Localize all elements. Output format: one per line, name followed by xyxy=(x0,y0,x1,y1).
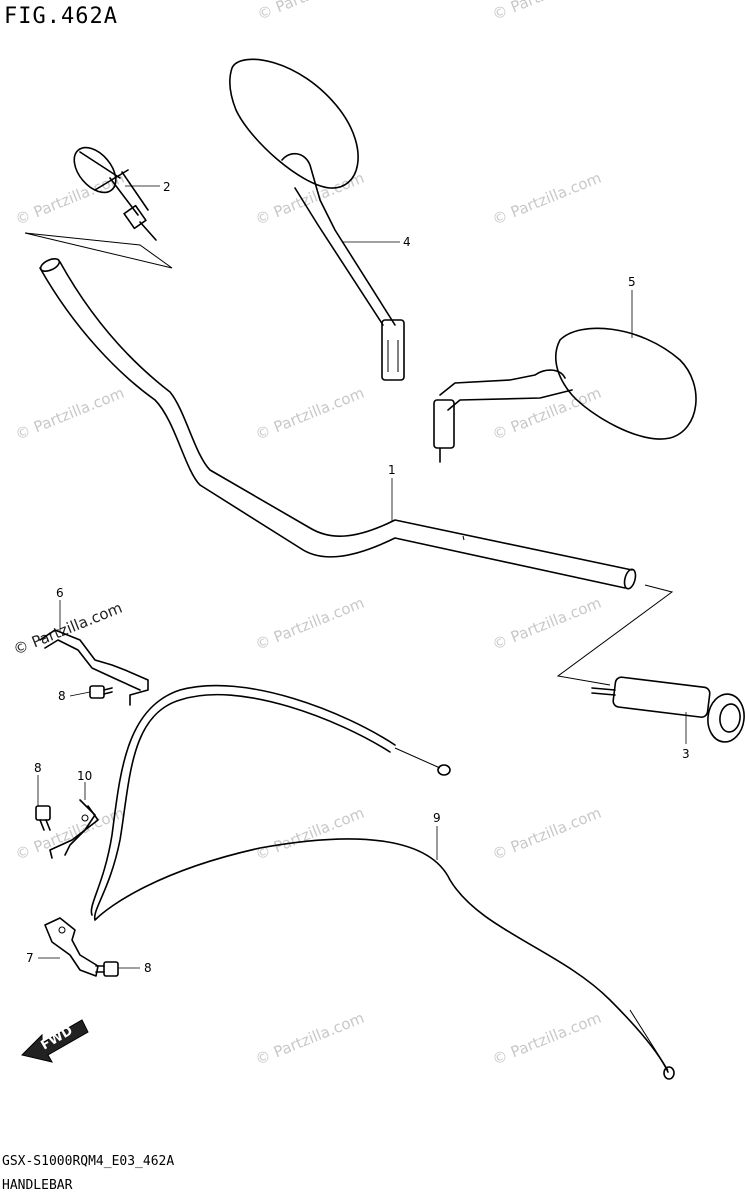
figure-title: FIG.462A xyxy=(4,4,118,29)
watermark: © Partzilla.com xyxy=(490,169,604,229)
callout-8: 8 xyxy=(34,761,42,775)
watermark: © Partzilla.com xyxy=(490,594,604,654)
callout-8: 8 xyxy=(144,961,152,975)
left-bar-end-part xyxy=(73,146,157,241)
connector-line xyxy=(556,584,674,686)
figure-name: HANDLEBAR xyxy=(2,1178,73,1193)
figure-code: GSX-S1000RQM4_E03_462A xyxy=(2,1154,175,1169)
callout-6: 6 xyxy=(56,586,64,600)
bracket-10-part xyxy=(49,799,99,859)
callout-4: 4 xyxy=(403,235,411,249)
fwd-arrow-icon: FWD xyxy=(21,1019,89,1063)
callout-7: 7 xyxy=(26,951,34,965)
callouts: 1 2 3 4 5 6 7 8 8 8 9 10 xyxy=(26,180,690,975)
cable-clamp-6-part xyxy=(39,629,149,706)
left-mirror-part xyxy=(229,58,405,381)
callout-1: 1 xyxy=(388,463,396,477)
watermark: © Partzilla.com xyxy=(13,804,127,864)
watermark: © Partzilla.com xyxy=(253,169,367,229)
callout-2: 2 xyxy=(163,180,171,194)
right-mirror-part xyxy=(433,327,697,463)
leader-lines xyxy=(37,185,687,969)
watermark: © Partzilla.com xyxy=(490,384,604,444)
watermark: © Partzilla.com xyxy=(253,804,367,864)
watermark: © Partzilla.com xyxy=(253,594,367,654)
bolt-part xyxy=(95,961,119,977)
watermark: © Partzilla.com xyxy=(253,384,367,444)
connector-line xyxy=(24,232,173,269)
watermark: © Partzilla.com xyxy=(490,0,604,24)
callout-9: 9 xyxy=(433,811,441,825)
callout-8: 8 xyxy=(58,689,66,703)
bracket-7-part xyxy=(44,917,99,977)
watermark: © Partzilla.com xyxy=(490,804,604,864)
right-bar-end-part xyxy=(591,676,745,743)
bolt-part xyxy=(89,685,113,699)
bolt-part xyxy=(35,805,51,831)
watermark: © Partzilla.com xyxy=(490,1009,604,1069)
watermark: © Partzilla.com xyxy=(253,1009,367,1069)
watermark: © Partzilla.com xyxy=(13,384,127,444)
clutch-cable-part xyxy=(90,684,675,1080)
watermark: © Partzilla.com xyxy=(11,599,125,659)
callout-10: 10 xyxy=(77,769,92,783)
watermark: © Partzilla.com xyxy=(255,0,369,24)
callout-5: 5 xyxy=(628,275,636,289)
handlebar-part xyxy=(39,258,637,590)
callout-3: 3 xyxy=(682,747,690,761)
